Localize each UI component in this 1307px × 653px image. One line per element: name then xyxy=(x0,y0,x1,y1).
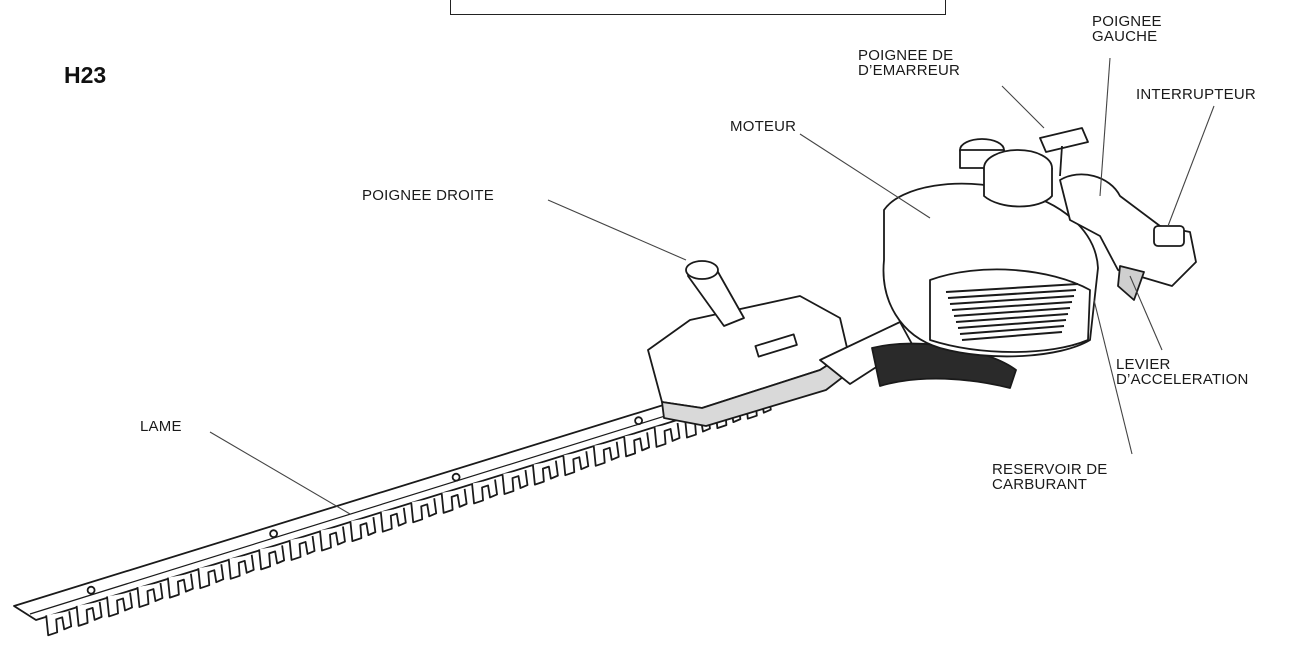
blade-tooth xyxy=(653,422,681,448)
blade-tooth xyxy=(471,479,498,505)
blade-edge xyxy=(29,381,775,615)
vent-slot xyxy=(953,307,1071,317)
blade-tooth xyxy=(227,554,255,580)
header-frame xyxy=(450,0,946,15)
blade-tooth xyxy=(319,526,346,552)
gear-label-plate xyxy=(754,333,798,358)
vent-slot xyxy=(951,301,1073,311)
model-title: H23 xyxy=(64,62,107,88)
blade-tooth xyxy=(592,441,620,467)
label-levier: LEVIER D’ACCELERATION xyxy=(1116,356,1249,388)
blade-tooth xyxy=(501,469,529,495)
blade-tooth xyxy=(258,545,286,571)
leader-poignee-droite xyxy=(547,199,687,261)
cooling-vents xyxy=(945,283,1079,341)
label-lame: LAME xyxy=(140,418,182,435)
leader-moteur xyxy=(799,133,931,219)
label-poignee-gauche: POIGNEE GAUCHE xyxy=(1092,13,1162,45)
blade-rivet xyxy=(634,416,643,426)
leader-levier xyxy=(1129,275,1163,351)
blade-rivets xyxy=(86,416,643,595)
front-handle-cap xyxy=(685,260,719,280)
blade-rivet xyxy=(269,529,279,539)
vent-slot xyxy=(955,313,1069,323)
blade-tooth xyxy=(166,573,194,599)
leader-lame xyxy=(209,431,351,515)
blade-tooth xyxy=(379,507,407,533)
switch-block xyxy=(1153,225,1185,247)
vent-slot xyxy=(949,295,1075,305)
leader-poignee-gauche xyxy=(1099,57,1111,197)
blade-tooth xyxy=(349,517,377,543)
blade-rivet xyxy=(86,585,96,595)
vent-slot xyxy=(945,283,1079,293)
label-poignee-demarreur: POIGNEE DE D’EMARREUR xyxy=(858,47,961,79)
blade-tooth xyxy=(440,488,468,514)
starter-cord xyxy=(1059,145,1063,177)
blade-tooth xyxy=(288,535,316,561)
vent-slot xyxy=(959,325,1065,335)
vent-slot xyxy=(961,331,1063,341)
label-interrupteur: INTERRUPTEUR xyxy=(1136,86,1256,103)
throttle-trigger xyxy=(1117,265,1145,301)
blade-tooth xyxy=(410,498,438,524)
blade-tooth xyxy=(623,432,651,458)
vent-slot xyxy=(957,319,1067,329)
blade-tooth xyxy=(531,460,559,486)
vent-slot xyxy=(947,289,1077,299)
blade-tooth xyxy=(197,564,225,590)
label-moteur: MOTEUR xyxy=(730,118,797,135)
blade-tooth xyxy=(136,582,164,608)
blade-rivet xyxy=(451,472,461,482)
blade-tooth xyxy=(45,611,73,637)
blade-tooth xyxy=(106,592,133,618)
air-filter-body xyxy=(983,168,1053,208)
leader-reservoir xyxy=(1093,299,1133,455)
label-poignee-droite: POIGNEE DROITE xyxy=(362,187,494,204)
label-reservoir: RESERVOIR DE CARBURANT xyxy=(992,461,1108,493)
leader-poignee-demarreur xyxy=(1001,85,1045,129)
blade-tooth xyxy=(562,451,590,477)
starter-handle xyxy=(1039,127,1089,153)
leader-interrupteur xyxy=(1167,105,1215,227)
blade-tooth xyxy=(75,601,103,627)
